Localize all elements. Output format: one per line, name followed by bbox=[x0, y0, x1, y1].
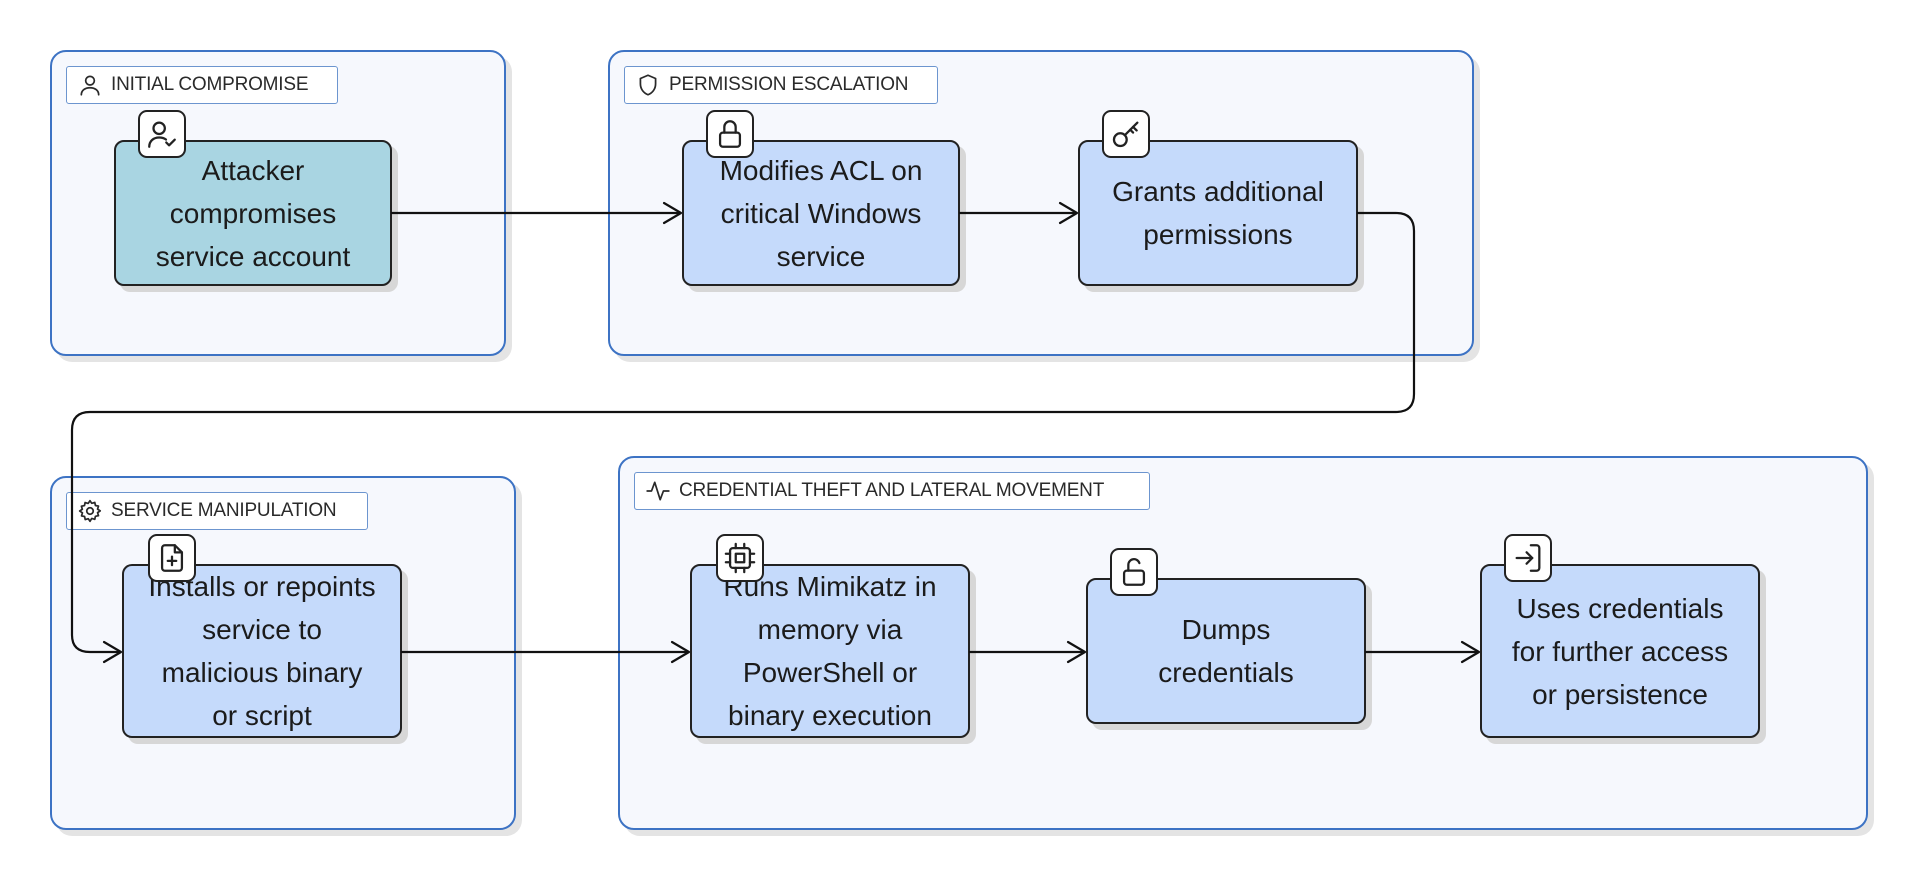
badge-unlock bbox=[1110, 548, 1158, 596]
badge-cpu bbox=[716, 534, 764, 582]
group-title: INITIAL COMPROMISE bbox=[111, 74, 309, 95]
group-title: PERMISSION ESCALATION bbox=[669, 74, 909, 95]
badge-file-plus bbox=[148, 534, 196, 582]
unlock-icon bbox=[1122, 558, 1146, 586]
node-label: Runs Mimikatz in memory via PowerShell o… bbox=[723, 571, 937, 731]
badge-user-check bbox=[138, 110, 186, 158]
key-icon bbox=[1112, 121, 1139, 148]
group-label-service-manipulation: SERVICE MANIPULATION bbox=[66, 492, 368, 530]
group-label-permission-escalation: PERMISSION ESCALATION bbox=[624, 66, 938, 104]
cpu-icon bbox=[724, 542, 756, 574]
file-plus-icon bbox=[160, 544, 184, 572]
node-label: Dumps credentials bbox=[1158, 614, 1294, 688]
node-label: Grants additional permissions bbox=[1112, 176, 1324, 250]
group-title: SERVICE MANIPULATION bbox=[111, 500, 337, 521]
user-icon bbox=[80, 75, 100, 96]
badge-log-in bbox=[1504, 534, 1552, 582]
log-in-icon bbox=[1515, 544, 1541, 572]
activity-icon bbox=[646, 481, 670, 501]
shield-icon bbox=[639, 74, 657, 96]
node-uses-credentials: Uses credentials for further access or p… bbox=[1480, 564, 1760, 738]
node-dumps-credentials: Dumps credentials bbox=[1086, 578, 1366, 724]
node-label: Attacker compromises service account bbox=[155, 154, 351, 272]
node-label: Uses credentials for further access or p… bbox=[1511, 592, 1729, 710]
gear-icon bbox=[78, 499, 102, 523]
node-modifies-acl: Modifies ACL on critical Windows service bbox=[682, 140, 960, 286]
group-label-initial-compromise: INITIAL COMPROMISE bbox=[66, 66, 338, 104]
node-runs-mimikatz: Runs Mimikatz in memory via PowerShell o… bbox=[690, 564, 970, 738]
group-label-credential-theft: CREDENTIAL THEFT AND LATERAL MOVEMENT bbox=[634, 472, 1150, 510]
node-installs-service: Installs or repoints service to maliciou… bbox=[122, 564, 402, 738]
node-label: Installs or repoints service to maliciou… bbox=[148, 571, 376, 731]
badge-key bbox=[1102, 110, 1150, 158]
node-attacker-compromises: Attacker compromises service account bbox=[114, 140, 392, 286]
node-grants-permissions: Grants additional permissions bbox=[1078, 140, 1358, 286]
badge-lock bbox=[706, 110, 754, 158]
node-label: Modifies ACL on critical Windows service bbox=[719, 154, 923, 272]
lock-icon bbox=[718, 120, 742, 148]
group-title: CREDENTIAL THEFT AND LATERAL MOVEMENT bbox=[679, 480, 1105, 501]
user-check-icon bbox=[148, 121, 176, 148]
